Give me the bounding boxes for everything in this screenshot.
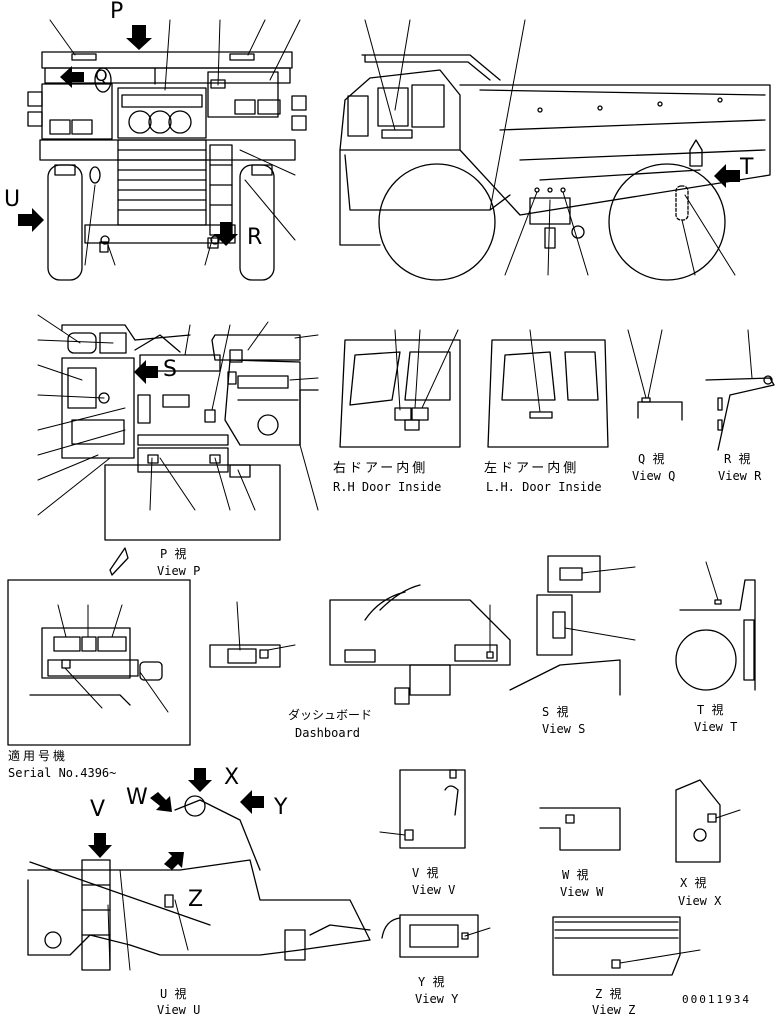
view-x-caption-jp: X 視 [680,876,707,890]
dashboard-caption-en: Dashboard [295,726,361,740]
view-z-caption-jp: Z 視 [595,987,622,1001]
view-letter-x: X [224,765,240,790]
view-t-caption-jp: T 視 [697,703,724,717]
serial-note-jp: 適用号機 [8,749,69,763]
rh-door-view [339,339,461,448]
dashboard-drawing [329,584,511,705]
view-p-caption-en: View P [157,564,201,578]
view-y-drawing [381,914,479,958]
arrow-s [134,360,158,384]
view-q-caption-jp: Q 視 [638,452,665,466]
arrow-y [240,790,264,814]
rh-door-caption-jp: 右ドアー内側 [333,461,429,476]
view-w-caption-en: View W [560,885,604,899]
view-u-drawing [27,795,371,971]
bracket-detail [209,644,281,668]
cab-interior-view [61,324,319,541]
view-w-drawing [539,807,621,851]
view-letter-u: U [4,187,21,212]
view-r-caption-jp: R 視 [724,452,751,466]
view-letter-p: P [110,0,124,24]
view-q-caption-en: View Q [632,469,676,483]
truck-side-view [339,54,771,281]
drawing-number: 00011934 [682,993,751,1006]
lh-door-view [487,339,609,448]
view-t-caption-en: View T [694,720,738,734]
view-s-caption-jp: S 視 [542,705,569,719]
lh-door-caption-jp: 左ドアー内側 [484,461,580,476]
view-y-caption-en: View Y [415,992,459,1006]
leader-lines [37,19,753,971]
view-x-drawing [675,779,721,863]
dashboard-caption-jp: ダッシュボード [288,708,373,722]
view-letter-t: T [740,155,754,180]
view-u-caption-en: View U [157,1003,201,1017]
arrow-z [164,852,184,870]
serial-note-en: Serial No.4396~ [8,766,117,780]
view-letter-r: R [247,225,263,250]
view-u-caption-jp: U 視 [160,987,187,1001]
view-letter-y: Y [274,795,288,820]
arrow-u [18,208,44,232]
arrow-x [188,768,212,792]
view-v-drawing [399,769,466,849]
view-v-caption-en: View V [412,883,456,897]
view-x-caption-en: View X [678,894,722,908]
view-s-caption-en: View S [542,722,586,736]
arrow-q [60,66,84,88]
view-t-drawing [675,579,756,691]
view-arrows [18,25,740,870]
view-letter-z: Z [188,887,204,912]
view-z-caption-en: View Z [592,1003,636,1017]
view-v-caption-jp: V 視 [412,866,439,880]
view-letter-q: Q [95,66,108,85]
arrow-p [126,25,152,50]
view-s-drawing [509,555,621,696]
view-letter-v: V [90,797,106,822]
truck-front-view [27,51,307,281]
view-r-drawing [705,375,775,451]
arrow-t [714,164,740,188]
arrow-v [88,833,112,858]
view-letter-s: S [163,357,177,382]
arrow-w [150,792,172,812]
view-letter-w: W [126,785,148,810]
view-p-caption-jp: P 視 [160,547,187,561]
arrow-r [214,222,238,246]
view-w-caption-jp: W 視 [562,868,589,882]
view-q-drawing [637,397,683,421]
view-y-caption-jp: Y 視 [418,975,445,989]
lh-door-caption-en: L.H. Door Inside [486,480,602,494]
view-z-drawing [552,916,681,976]
view-r-caption-en: View R [718,469,762,483]
rh-door-caption-en: R.H Door Inside [333,480,442,494]
